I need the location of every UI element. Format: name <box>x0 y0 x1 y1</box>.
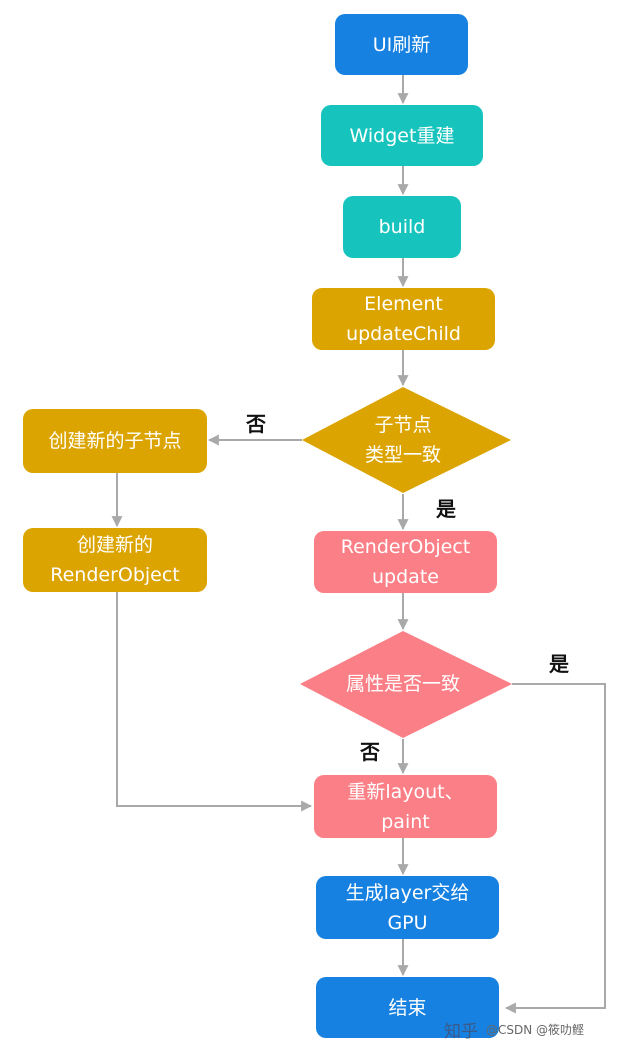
node-create-child: 创建新的子节点 <box>23 409 207 473</box>
decision-attributes-label: 属性是否一致 <box>323 669 483 699</box>
edge-label-attr-yes: 是 <box>549 652 569 676</box>
node-create-ro-line2: RenderObject <box>50 564 180 586</box>
node-end: 结束 <box>316 977 499 1038</box>
decision-diamond-child-type <box>302 387 511 493</box>
node-gen-layer-line2: GPU <box>387 911 428 934</box>
node-build: build <box>343 196 461 258</box>
node-widget-rebuild: Widget重建 <box>321 105 483 166</box>
node-generate-layer: 生成layer交给 GPU <box>316 876 499 939</box>
watermark-zhihu: 知乎 <box>444 1021 478 1042</box>
watermark: 知乎 @CSDN @筱叻鲣 <box>444 1017 585 1042</box>
node-relayout-line2: paint <box>381 810 430 833</box>
node-ro-update-line2: update <box>372 566 439 588</box>
node-gen-layer-line1: 生成layer交给 <box>345 881 470 904</box>
node-render-object-update: RenderObject update <box>314 531 497 593</box>
node-relayout-paint: 重新layout、 paint <box>314 775 497 838</box>
node-create-render-object: 创建新的 RenderObject <box>23 528 207 592</box>
node-element-line1: Element <box>364 293 443 315</box>
watermark-csdn: @CSDN @筱叻鲣 <box>486 1022 585 1037</box>
edge-label-type-no: 否 <box>246 412 266 436</box>
node-end-label: 结束 <box>388 996 427 1019</box>
edge-label-type-yes: 是 <box>436 497 456 521</box>
node-element-line2: updateChild <box>346 323 461 345</box>
node-ui-refresh-label: UI刷新 <box>372 33 431 56</box>
decision-diamond-attributes <box>300 631 512 738</box>
decision-attributes-text: 属性是否一致 <box>345 673 460 695</box>
node-create-ro-line1: 创建新的 <box>76 534 153 556</box>
node-relayout-line1: 重新layout、 <box>347 780 464 803</box>
arrow-attr-to-end <box>504 683 606 1014</box>
decision-child-type-line2: 类型一致 <box>364 444 441 466</box>
node-ro-update-line1: RenderObject <box>340 536 471 558</box>
node-build-label: build <box>378 216 426 238</box>
arrow-create-ro-to-relayout <box>116 592 313 812</box>
node-widget-rebuild-label: Widget重建 <box>349 124 455 147</box>
node-create-child-label: 创建新的子节点 <box>48 430 182 452</box>
decision-child-type-label: 子节点 类型一致 <box>343 410 463 470</box>
edge-label-attr-no: 否 <box>360 740 380 764</box>
decision-child-type-line1: 子节点 <box>374 414 432 436</box>
node-element-update-child: Element updateChild <box>312 288 495 350</box>
node-ui-refresh: UI刷新 <box>335 14 468 75</box>
